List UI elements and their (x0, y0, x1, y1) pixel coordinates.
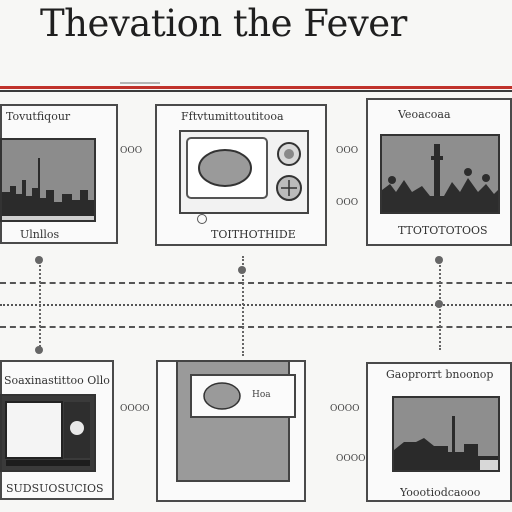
connector-node-icon (35, 346, 43, 354)
side-label: OOOO (336, 454, 366, 464)
panel-bottom-right-caption: Yoootiodcaooo (400, 486, 481, 499)
side-label: OOOO (330, 404, 360, 414)
panel-bottom-right-heading: Gaoprorrt bnoonop (386, 368, 494, 381)
panel-bottom-center: Hoa (156, 360, 306, 502)
panel-top-right: Veoacoaa TTOTOTOTOOS (366, 98, 512, 246)
side-label: OOOO (120, 404, 150, 414)
panel-bottom-left-heading: Soaxinastittoo Ollo (4, 374, 110, 387)
panel-top-left-heading: Tovutfiqour (6, 110, 71, 123)
panel-top-center: Fftvtumittoutitooa TOITHOTHIDE (155, 104, 327, 246)
connector-icon (197, 214, 207, 224)
connector-node-icon (35, 256, 43, 264)
header-rule-short (120, 82, 160, 84)
panel-top-center-heading: Fftvtumittoutitooa (181, 110, 284, 123)
panel-top-center-caption: TOITHOTHIDE (211, 228, 296, 241)
header-rule-dark (0, 90, 512, 92)
connector-line (0, 304, 512, 306)
city-skyline-image (0, 138, 96, 222)
oven-device (0, 394, 96, 472)
panel-top-right-caption: TTOTOTOTOOS (398, 224, 488, 237)
header-rule-red (0, 86, 512, 89)
appliance-display: Hoa (190, 374, 296, 418)
connector-node-icon (435, 256, 443, 264)
panel-bottom-right: Gaoprorrt bnoonop Yoootiodcaooo (366, 362, 512, 502)
microwave-device (179, 130, 309, 214)
panel-bottom-left-caption: SUDSUOSUCIOS (6, 482, 104, 495)
crowd-scene-image (380, 134, 500, 214)
dial-label: Hoa (252, 390, 271, 400)
panel-bottom-left: Soaxinastittoo Ollo SUDSUOSUCIOS (0, 360, 114, 500)
vertical-connector (39, 258, 41, 350)
connector-line (0, 282, 512, 284)
industrial-skyline-image (392, 396, 500, 472)
side-label: OOO (336, 198, 359, 208)
connector-node-icon (238, 266, 246, 274)
connector-node-icon (435, 300, 443, 308)
panel-top-left: Tovutfiqour Ulnllos (0, 104, 118, 244)
side-label: OOO (120, 146, 143, 156)
diagram-title: Thevation the Fever (40, 2, 407, 45)
connector-line (0, 326, 512, 328)
panel-top-right-heading: Veoacoaa (398, 108, 451, 121)
panel-top-left-caption: Ulnllos (20, 228, 60, 241)
vertical-connector (242, 256, 244, 356)
side-label: OOO (336, 146, 359, 156)
